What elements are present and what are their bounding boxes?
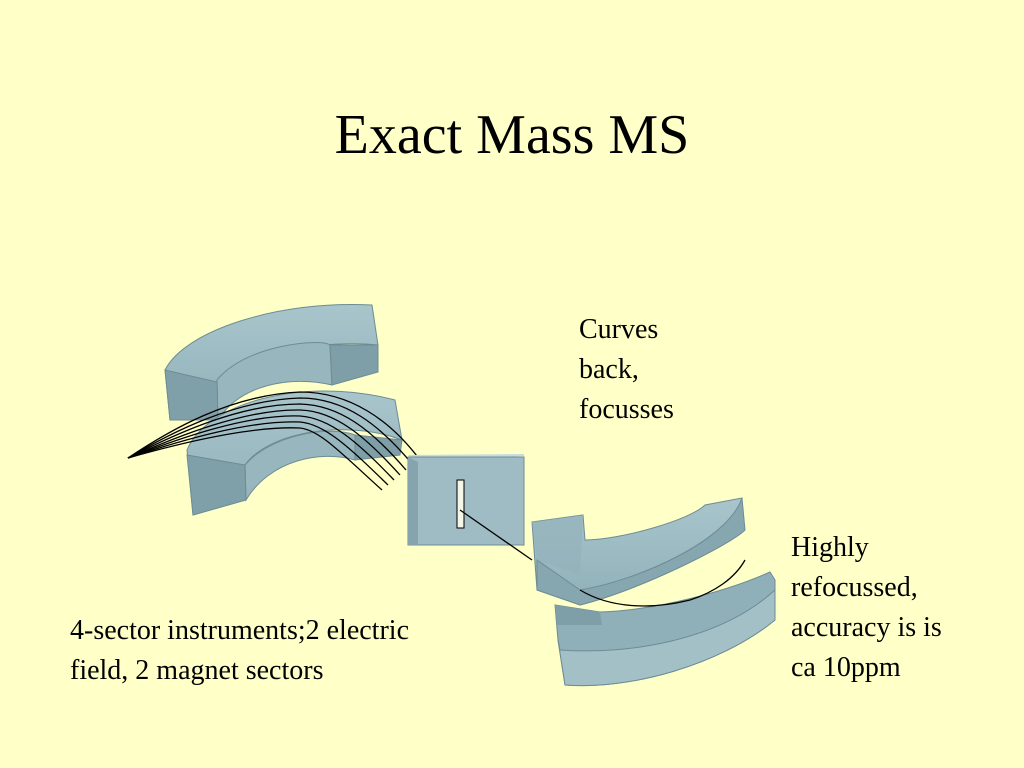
magnet-sector-lower-right-top — [531, 497, 746, 606]
annotation-line: focusses — [579, 394, 674, 425]
magnet-sector-upper-left-top — [164, 303, 379, 422]
ion-beam-fan — [127, 391, 421, 491]
annotation-curves-back: Curves back, focusses — [579, 310, 759, 430]
annotation-line: accuracy is is — [791, 612, 942, 643]
annotation-sectors: 4-sector instruments;2 electric field, 2… — [70, 611, 500, 691]
slit-block — [407, 454, 525, 546]
annotation-line: refocussed, — [791, 572, 918, 603]
annotation-line: field, 2 magnet sectors — [70, 655, 324, 686]
annotation-line: ca 10ppm — [791, 652, 901, 683]
annotation-line: back, — [579, 354, 639, 385]
annotation-line: 4-sector instruments;2 electric — [70, 615, 409, 646]
slit-icon — [456, 479, 465, 529]
annotation-line: Curves — [579, 314, 659, 345]
annotation-line: Highly — [791, 532, 869, 563]
ion-beam-exit — [459, 509, 533, 561]
slide-title: Exact Mass MS — [334, 104, 690, 166]
annotation-refocussed: Highly refocussed, accuracy is is ca 10p… — [791, 528, 1011, 688]
ion-beam-refocused — [579, 559, 746, 607]
